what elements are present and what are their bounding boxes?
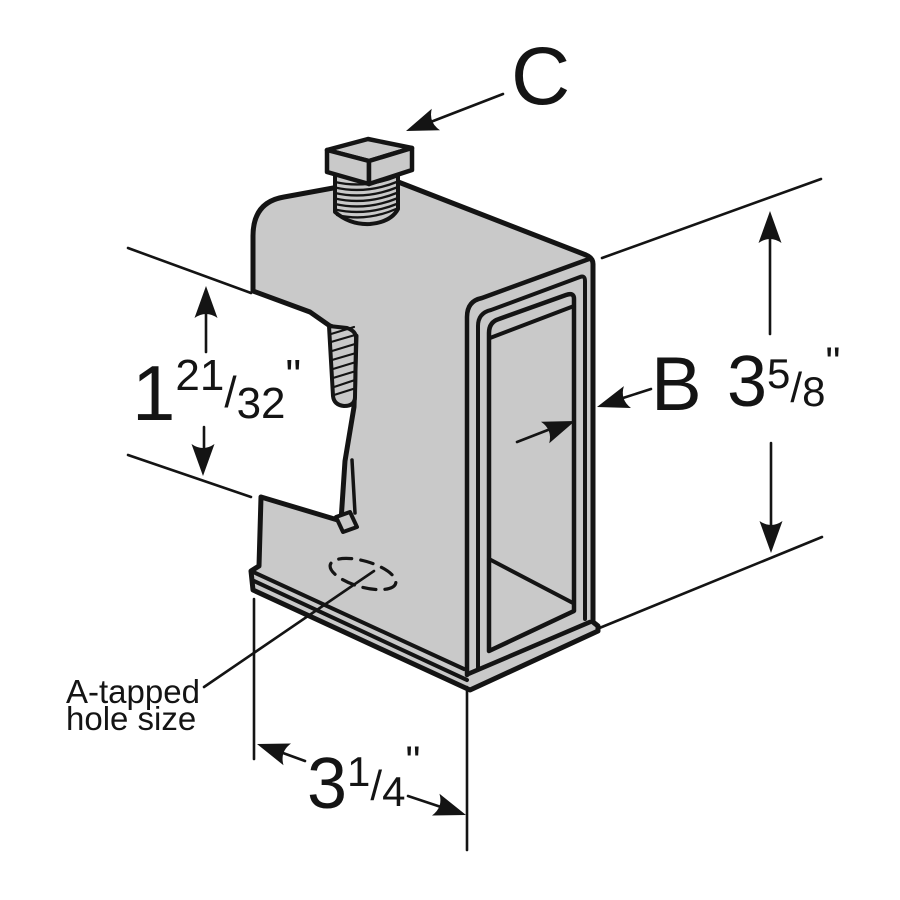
arrowhead-b-inner [541,421,575,444]
arrowhead-throat-down [191,444,215,476]
channel-ceiling-edge [488,304,576,340]
dim-line-width-left [281,751,307,763]
callout-a-tapped-hole: A-tapped hole size [66,673,200,737]
diagram-text: C B 121/32" 35/8" 31/4" A-tapped hole si… [66,31,840,824]
callout-line-b-inner [515,426,555,444]
extension-line-height-top [600,177,823,260]
leader-line-tapped-hole [202,569,376,689]
arrowhead-throat-up [194,286,218,318]
label-c: C [511,31,570,122]
dim-throat-numerator: 21 [175,351,224,400]
dim-throat-slash: / [224,368,237,417]
arrowhead-width-left [257,743,292,766]
channel-window [464,256,592,678]
dim-throat-unit: " [286,351,302,400]
callout-a-line1: A-tapped [66,673,200,710]
dim-throat-whole: 1 [132,349,175,437]
throat-fillet-edge [350,458,357,515]
bolt-tip-threads [327,324,358,408]
channel-floor-edge [487,557,575,605]
dim-base-width: 31/4" [307,737,420,824]
jaw-lip-end-face [334,510,359,534]
dim-width-unit: " [405,737,420,784]
plate-right-edge [465,619,593,677]
annotations [126,92,824,852]
clamp-body [248,175,601,693]
bolt-shaft-threads [333,174,400,219]
window-inner-rim [476,274,587,671]
arrowhead-height-down [759,521,783,553]
extension-line-height-bottom [595,535,824,631]
dim-width-denominator: 4 [382,768,405,815]
dim-height-whole: 3 [727,342,767,422]
window-opening [486,291,577,654]
extension-line-throat-bottom [126,453,253,499]
plate-top-edge [249,569,466,671]
arrowhead-width-right [431,793,466,816]
dim-height-numerator: 5 [767,350,790,397]
base-plate-edges [249,569,593,682]
bolt-head-right-face [366,145,415,187]
bolt-tip-hatch [329,325,358,397]
callout-line-c [426,92,505,125]
dimension-lines [202,92,773,809]
plate-mid-edge [252,579,469,682]
dim-width-whole: 3 [307,744,347,824]
dim-overall-height: 35/8" [727,338,840,422]
arrowheads [191,108,783,816]
arrowhead-b-outer [597,386,631,409]
callout-line-b-outer [621,387,653,400]
dim-throat-denominator: 32 [237,379,286,428]
dim-line-width-right [406,794,443,809]
tapped-hole-dashed-ellipse [328,556,398,592]
label-b: B [651,342,702,427]
dim-height-denominator: 8 [802,368,825,415]
bolt-shaft [333,170,400,227]
arrowhead-height-up [758,211,782,243]
dim-height-slash: / [790,364,802,411]
dim-width-numerator: 1 [347,748,370,795]
extension-lines [126,177,824,852]
extension-line-throat-top [126,246,253,295]
dim-width-slash: / [370,762,382,809]
arrowhead-c [406,108,440,131]
window-outer-rim [464,256,592,678]
bolt-head [324,136,415,187]
dim-throat-opening: 121/32" [132,349,301,437]
bolt [324,136,415,408]
dim-height-unit: " [825,338,840,385]
callout-a-line2: hole size [66,700,196,737]
